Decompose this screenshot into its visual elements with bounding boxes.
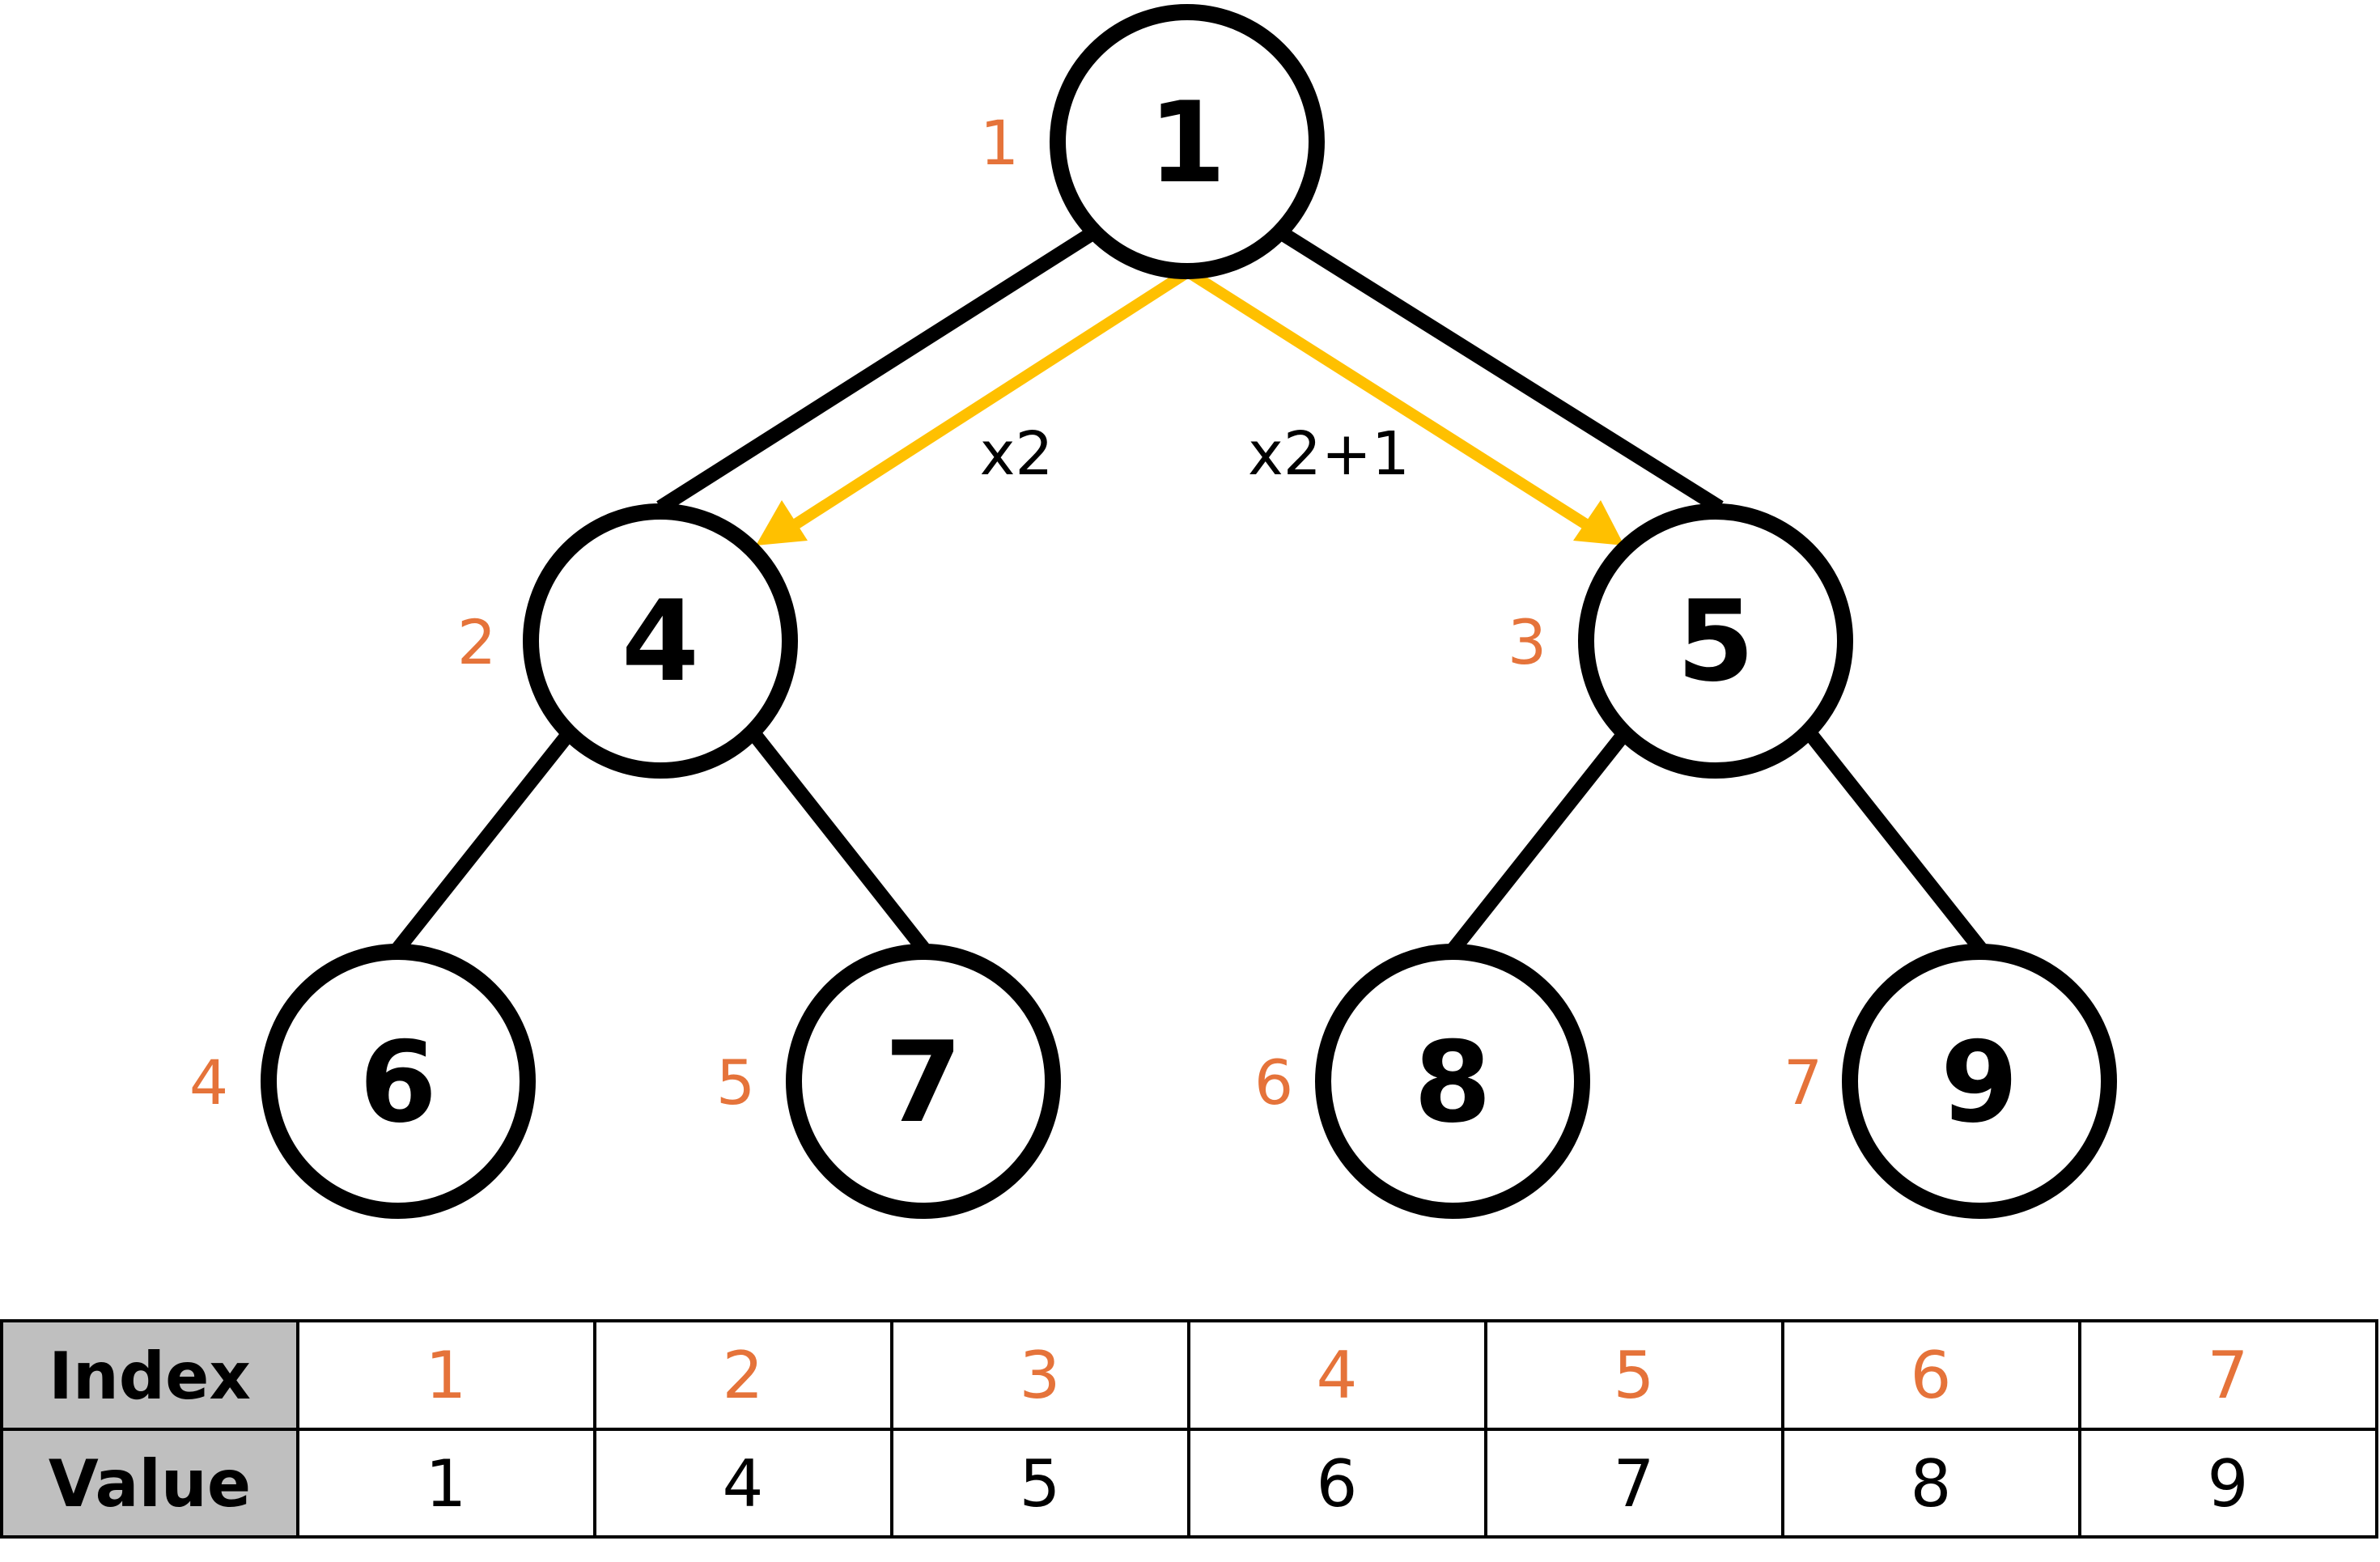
tree-nodes: [261, 4, 2117, 1219]
node-circle-3: [1578, 503, 1853, 779]
arrow-right-head: [1573, 500, 1624, 545]
node-index-7: 7: [1784, 1046, 1822, 1118]
arrow-label-right: x2+1: [1248, 419, 1410, 489]
index-cell-5: 5: [1614, 1338, 1655, 1413]
value-cell-1: 1: [426, 1446, 467, 1522]
arrow-label-left: x2: [980, 419, 1054, 489]
index-cell-1: 1: [426, 1338, 467, 1413]
node-value-4: 6: [359, 1017, 437, 1148]
edge-1-4: [656, 228, 1094, 514]
value-row-header: Value: [49, 1446, 251, 1522]
node-index-5: 5: [716, 1046, 755, 1118]
arrow-right-shaft: [1185, 267, 1589, 529]
node-value-5: 7: [885, 1017, 962, 1148]
node-index-3: 3: [1508, 606, 1546, 678]
arrow-left-shaft: [786, 267, 1191, 533]
edge-1-5: [1280, 228, 1724, 514]
node-value-3: 5: [1677, 576, 1754, 707]
index-cell-7: 7: [2208, 1338, 2249, 1413]
index-cell-4: 4: [1317, 1338, 1358, 1413]
value-cell-7: 9: [2208, 1446, 2249, 1522]
node-index-6: 6: [1254, 1046, 1293, 1118]
index-cell-2: 2: [723, 1338, 764, 1413]
index-cell-6: 6: [1911, 1338, 1952, 1413]
value-cell-3: 5: [1020, 1446, 1061, 1522]
value-cell-5: 7: [1614, 1446, 1655, 1522]
node-value-2: 4: [622, 576, 699, 707]
node-index-2: 2: [457, 606, 496, 678]
value-cell-6: 8: [1911, 1446, 1952, 1522]
table-grid: [0, 1319, 2378, 1539]
value-cell-4: 6: [1317, 1446, 1358, 1522]
index-arrows: [756, 267, 1624, 545]
node-index-4: 4: [189, 1046, 228, 1118]
tree-edges: [388, 228, 1988, 957]
index-header-cell: [2, 1321, 298, 1429]
node-value-1: 1: [1148, 78, 1226, 208]
array-table: Index Value 1 2 3 4 5 6 7 1 4 5 6 7 8 9: [0, 1319, 2378, 1539]
edge-5-9: [1805, 730, 1988, 954]
node-value-7: 9: [1941, 1017, 2018, 1148]
node-circle-6: [1315, 944, 1590, 1219]
node-circle-2: [523, 503, 798, 779]
node-circle-7: [1842, 944, 2117, 1219]
node-value-6: 8: [1414, 1017, 1491, 1148]
index-cell-3: 3: [1020, 1338, 1061, 1413]
node-circle-5: [786, 944, 1061, 1219]
arrow-left-head: [756, 500, 808, 545]
edge-5-8: [1447, 730, 1630, 954]
edge-4-7: [748, 729, 933, 957]
node-index-1: 1: [980, 107, 1019, 179]
node-circle-1: [1050, 4, 1325, 279]
node-circle-4: [261, 944, 536, 1219]
value-cell-2: 4: [723, 1446, 764, 1522]
value-header-cell: [2, 1429, 298, 1537]
index-row-header: Index: [49, 1339, 251, 1414]
edge-4-6: [388, 732, 573, 957]
